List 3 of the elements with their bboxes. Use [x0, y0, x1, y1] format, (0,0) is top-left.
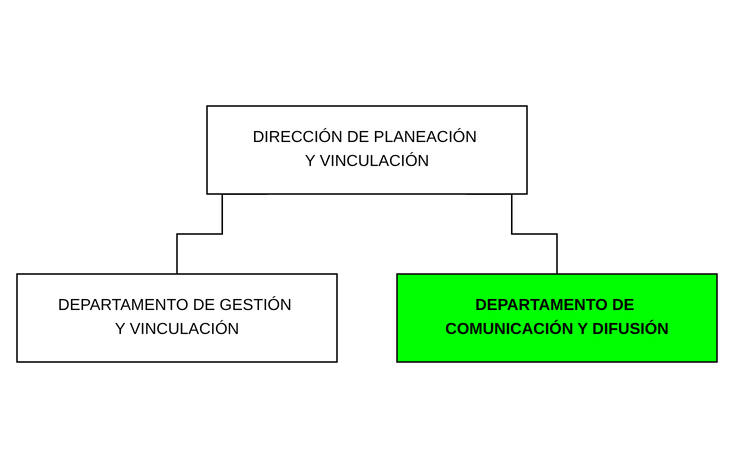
node-box: DIRECCIÓN DE PLANEACIÓN Y VINCULACIÓN [206, 104, 528, 194]
node-box: DEPARTAMENTO DE GESTIÓN Y VINCULACIÓN [16, 272, 338, 362]
node-box: DEPARTAMENTO DE COMUNICACIÓN Y DIFUSIÓN [396, 272, 718, 362]
